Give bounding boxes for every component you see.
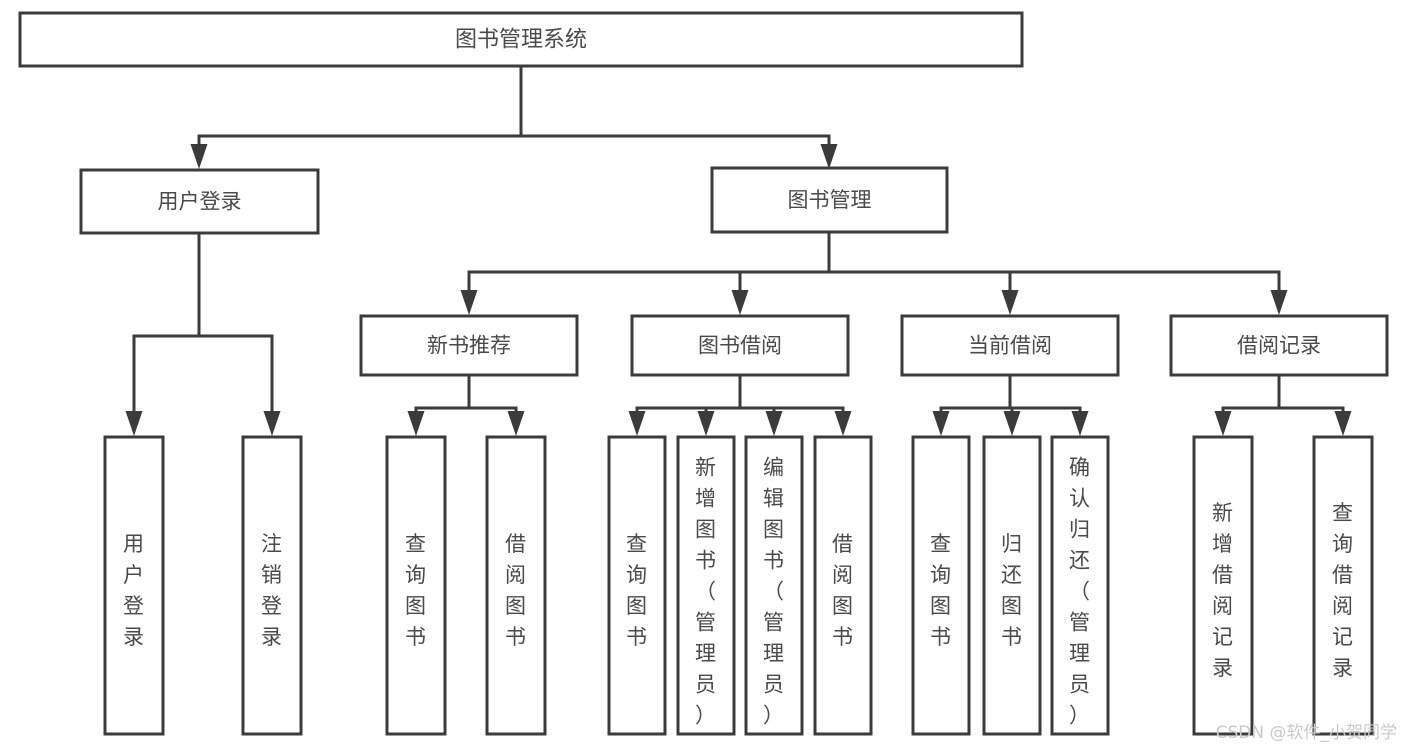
node-leaf-9-box[interactable] [982, 435, 1042, 736]
node-leaf-9[interactable]: 归还图书 [982, 435, 1042, 736]
node-level3-2-box[interactable] [900, 314, 1120, 377]
node-level3-0[interactable]: 新书推荐 [359, 314, 579, 377]
node-leaf-11[interactable]: 新增借阅记录 [1192, 435, 1254, 736]
node-root-label: 图书管理系统 [455, 28, 587, 53]
node-leaf-7-box[interactable] [813, 435, 873, 736]
connector-current-to-leaves [932, 373, 1089, 436]
node-level3-2[interactable]: 当前借阅 [900, 314, 1120, 377]
node-leaf-3-box[interactable] [485, 435, 547, 736]
node-level3-2-label: 当前借阅 [968, 334, 1052, 358]
node-leaf-0-box[interactable] [103, 435, 165, 736]
node-leaf-10[interactable]: 确认归还（管理员） [1050, 435, 1110, 736]
node-level2-1[interactable]: 图书管理 [710, 166, 949, 234]
node-leaf-3[interactable]: 借阅图书 [485, 435, 547, 736]
node-leaf-6[interactable]: 编辑图书（管理员） [744, 435, 804, 736]
node-level3-3-label: 借阅记录 [1237, 334, 1321, 358]
connector-records-to-leaves [1214, 373, 1352, 436]
node-leaf-3-label: 借阅图书 [505, 532, 527, 649]
node-leaf-4[interactable]: 查询图书 [607, 435, 667, 736]
node-level3-1-label: 图书借阅 [698, 334, 782, 358]
node-leaf-8[interactable]: 查询图书 [911, 435, 971, 736]
node-level3-1[interactable]: 图书借阅 [630, 314, 850, 377]
node-leaf-8-box[interactable] [911, 435, 971, 736]
connector-borrow-to-leaves [628, 373, 852, 436]
node-leaf-12-box[interactable] [1312, 435, 1374, 736]
node-leaf-11-label: 新增借阅记录 [1212, 501, 1234, 680]
watermark-label: CSDN @软件_小贺同学 [1215, 723, 1397, 743]
node-leaf-5-box[interactable] [676, 435, 736, 736]
node-leaf-1-box[interactable] [241, 435, 303, 736]
node-level3-0-label: 新书推荐 [427, 334, 511, 358]
node-level2-0[interactable]: 用户登录 [79, 168, 320, 235]
node-level3-3[interactable]: 借阅记录 [1169, 314, 1389, 377]
node-level3-3-box[interactable] [1169, 314, 1389, 377]
node-leaf-7-label: 借阅图书 [832, 532, 854, 649]
connector-login-to-leaves [125, 231, 281, 436]
node-level3-1-box[interactable] [630, 314, 850, 377]
node-leaf-1-label: 注销登录 [261, 532, 283, 649]
node-leaf-4-box[interactable] [607, 435, 667, 736]
node-leaf-6-label: 编辑图书（管理员） [763, 456, 785, 728]
node-level3-0-box[interactable] [359, 314, 579, 377]
node-leaf-12-label: 查询借阅记录 [1332, 501, 1354, 680]
node-leaf-9-label: 归还图书 [1001, 532, 1023, 649]
node-leaf-5-label: 新增图书（管理员） [695, 456, 717, 728]
node-leaf-2-box[interactable] [385, 435, 447, 736]
node-leaf-10-label: 确认归还（管理员） [1069, 456, 1091, 728]
node-leaf-4-label: 查询图书 [626, 532, 648, 649]
node-leaf-1[interactable]: 注销登录 [241, 435, 303, 736]
node-leaf-5[interactable]: 新增图书（管理员） [676, 435, 736, 736]
node-leaf-10-box[interactable] [1050, 435, 1110, 736]
node-level2-0-box[interactable] [79, 168, 320, 235]
node-level2-0-label: 用户登录 [158, 190, 242, 214]
connector-newbooks-to-leaves [407, 373, 525, 436]
node-leaf-2[interactable]: 查询图书 [385, 435, 447, 736]
node-root[interactable]: 图书管理系统 [18, 11, 1024, 68]
node-leaf-0-label: 用户登录 [123, 532, 145, 649]
node-leaf-8-label: 查询图书 [930, 532, 952, 649]
node-level2-1-box[interactable] [710, 166, 949, 234]
node-leaf-2-label: 查询图书 [405, 532, 427, 649]
connector-root-to-level2 [190, 64, 838, 169]
node-leaf-11-box[interactable] [1192, 435, 1254, 736]
node-root-box[interactable] [18, 11, 1024, 68]
connector-books-to-level3 [460, 230, 1288, 315]
node-leaf-0[interactable]: 用户登录 [103, 435, 165, 736]
node-leaf-12[interactable]: 查询借阅记录 [1312, 435, 1374, 736]
node-level2-1-label: 图书管理 [788, 188, 872, 212]
node-leaf-7[interactable]: 借阅图书 [813, 435, 873, 736]
node-leaf-6-box[interactable] [744, 435, 804, 736]
